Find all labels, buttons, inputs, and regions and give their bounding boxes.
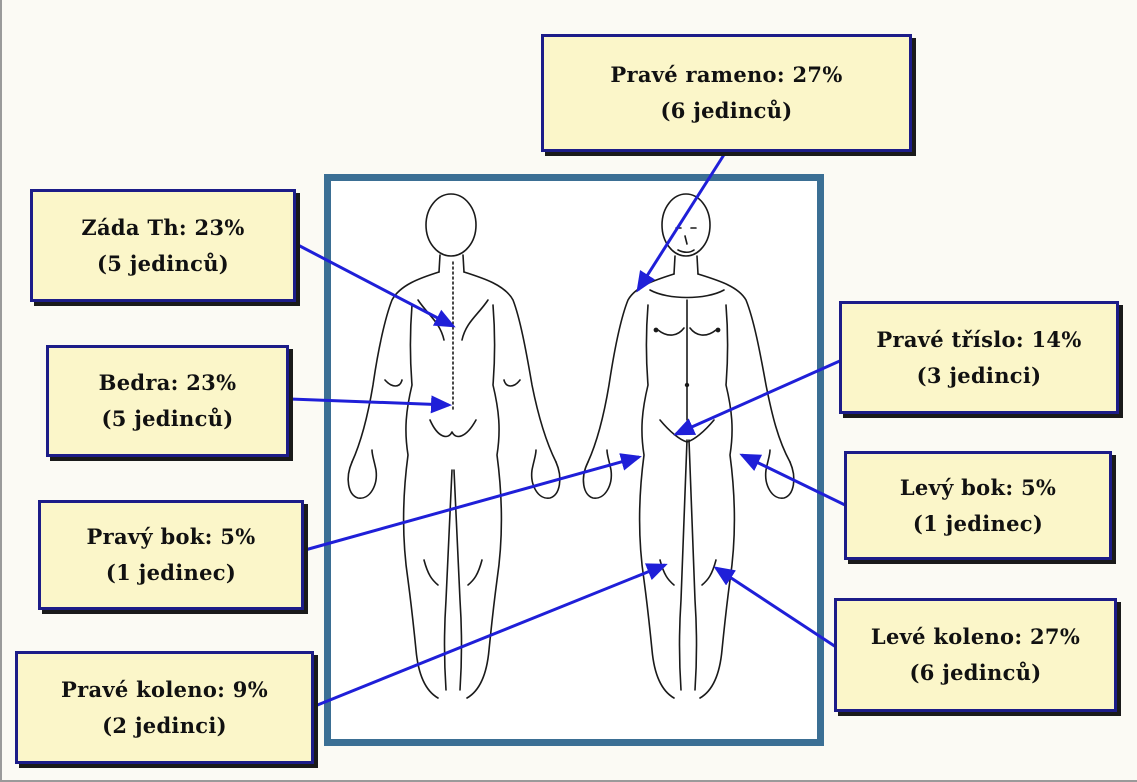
- label-zada-th: Záda Th: 23% (5 jedinců): [30, 189, 296, 302]
- label-prave-rameno: Pravé rameno: 27% (6 jedinců): [541, 34, 912, 152]
- label-leve-koleno-subtitle: (6 jedinců): [909, 655, 1041, 691]
- arrow-levy-bok: [742, 455, 845, 505]
- arrow-pravy-bok: [305, 457, 639, 550]
- arrow-zada-th: [296, 244, 453, 326]
- label-prave-koleno: Pravé koleno: 9% (2 jedinci): [15, 651, 314, 764]
- label-zada-th-title: Záda Th: 23%: [81, 210, 244, 246]
- label-prave-rameno-title: Pravé rameno: 27%: [610, 57, 842, 93]
- label-levy-bok-subtitle: (1 jedinec): [913, 506, 1043, 542]
- label-prave-koleno-subtitle: (2 jedinci): [102, 708, 227, 744]
- label-prave-trislo-title: Pravé tříslo: 14%: [876, 322, 1081, 358]
- label-prave-trislo: Pravé tříslo: 14% (3 jedinci): [839, 301, 1119, 414]
- label-pravy-bok-subtitle: (1 jedinec): [106, 555, 236, 591]
- label-bedra: Bedra: 23% (5 jedinců): [46, 345, 289, 457]
- arrow-prave-rameno: [638, 150, 727, 290]
- front-view-figure: [583, 194, 793, 698]
- label-prave-rameno-subtitle: (6 jedinců): [660, 93, 792, 129]
- label-zada-th-subtitle: (5 jedinců): [97, 246, 229, 282]
- arrow-prave-koleno: [315, 565, 665, 706]
- arrow-prave-trislo: [676, 360, 842, 434]
- arrow-leve-koleno: [716, 568, 836, 647]
- label-levy-bok: Levý bok: 5% (1 jedinec): [844, 451, 1112, 560]
- label-bedra-title: Bedra: 23%: [99, 365, 237, 401]
- label-pravy-bok-title: Pravý bok: 5%: [87, 519, 256, 555]
- label-leve-koleno-title: Levé koleno: 27%: [871, 619, 1080, 655]
- label-leve-koleno: Levé koleno: 27% (6 jedinců): [834, 598, 1117, 712]
- back-view-figure: [348, 194, 560, 698]
- label-bedra-subtitle: (5 jedinců): [101, 401, 233, 437]
- label-prave-koleno-title: Pravé koleno: 9%: [61, 672, 268, 708]
- label-levy-bok-title: Levý bok: 5%: [900, 470, 1056, 506]
- label-pravy-bok: Pravý bok: 5% (1 jedinec): [38, 500, 304, 610]
- arrows: [290, 150, 845, 706]
- label-prave-trislo-subtitle: (3 jedinci): [917, 358, 1042, 394]
